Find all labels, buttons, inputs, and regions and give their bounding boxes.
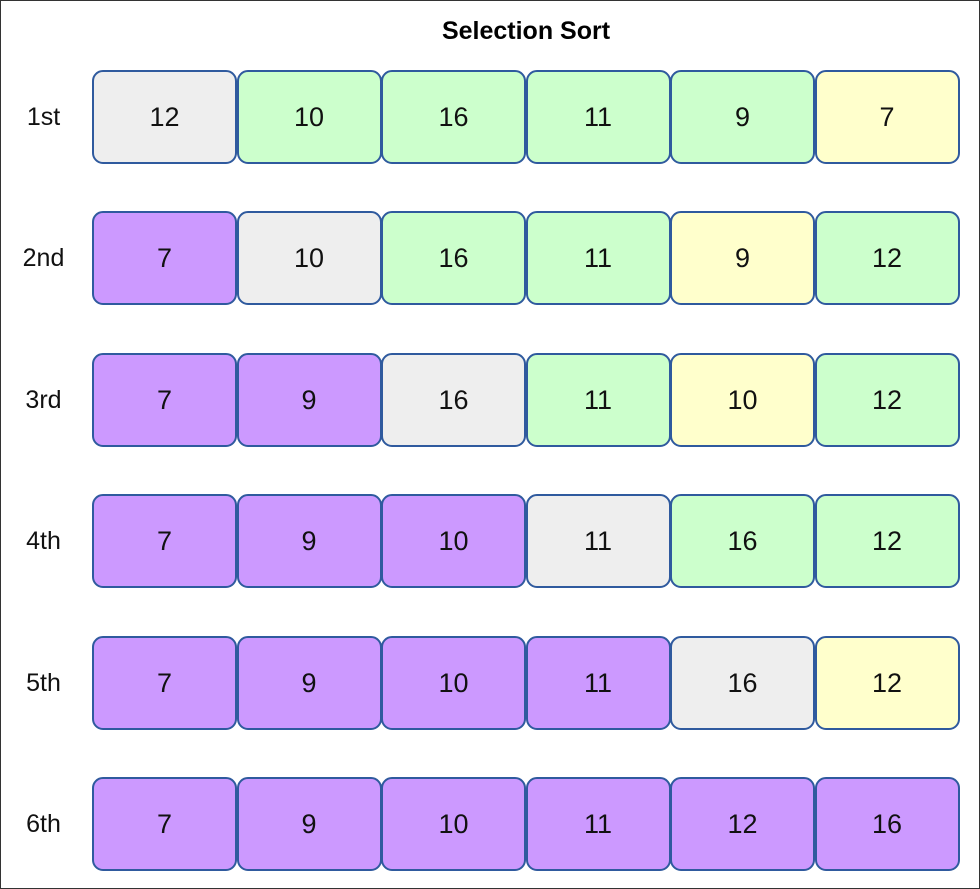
- array-cell: 7: [92, 352, 237, 447]
- array-cell: 12: [814, 352, 960, 447]
- array-cell: 16: [381, 211, 526, 306]
- array-cell: 16: [381, 352, 526, 447]
- array-cell: 10: [381, 494, 526, 589]
- array-cell: 7: [814, 70, 960, 164]
- array-cell: 11: [525, 70, 671, 164]
- pass-label: 3rd: [25, 385, 62, 414]
- array-cell: 11: [525, 352, 671, 447]
- array-cell: 10: [670, 352, 815, 447]
- array-cell: 9: [236, 494, 382, 589]
- array-cell: 10: [236, 70, 382, 164]
- array-cell: 9: [236, 352, 382, 447]
- array-cell: 7: [92, 635, 237, 730]
- array-cell: 16: [670, 635, 815, 730]
- pass-label: 2nd: [22, 244, 65, 273]
- pass-label: 6th: [26, 810, 61, 838]
- pass-label: 1st: [26, 103, 61, 131]
- array-cell: 9: [236, 777, 382, 871]
- array-cell: 16: [814, 777, 960, 871]
- array-cell: 12: [814, 211, 960, 306]
- diagram-title: Selection Sort: [441, 17, 611, 45]
- array-cell: 12: [814, 494, 960, 589]
- array-cell: 16: [381, 70, 526, 164]
- array-cell: 10: [236, 211, 382, 306]
- array-cell: 7: [92, 211, 237, 306]
- array-cell: 11: [525, 777, 671, 871]
- array-cell: 16: [670, 494, 815, 589]
- array-cell: 7: [92, 494, 237, 589]
- array-cell: 7: [92, 777, 237, 871]
- array-cell: 9: [670, 70, 815, 164]
- array-cell: 12: [92, 70, 237, 164]
- array-cell: 11: [525, 635, 671, 730]
- array-cell: 9: [236, 635, 382, 730]
- array-cell: 12: [814, 635, 960, 730]
- pass-label: 5th: [26, 668, 61, 697]
- array-cell: 9: [670, 211, 815, 306]
- array-cell: 12: [670, 777, 815, 871]
- pass-label: 4th: [26, 527, 61, 556]
- array-cell: 11: [525, 211, 671, 306]
- array-cell: 10: [381, 635, 526, 730]
- array-cell: 10: [381, 777, 526, 871]
- array-cell: 11: [525, 494, 671, 589]
